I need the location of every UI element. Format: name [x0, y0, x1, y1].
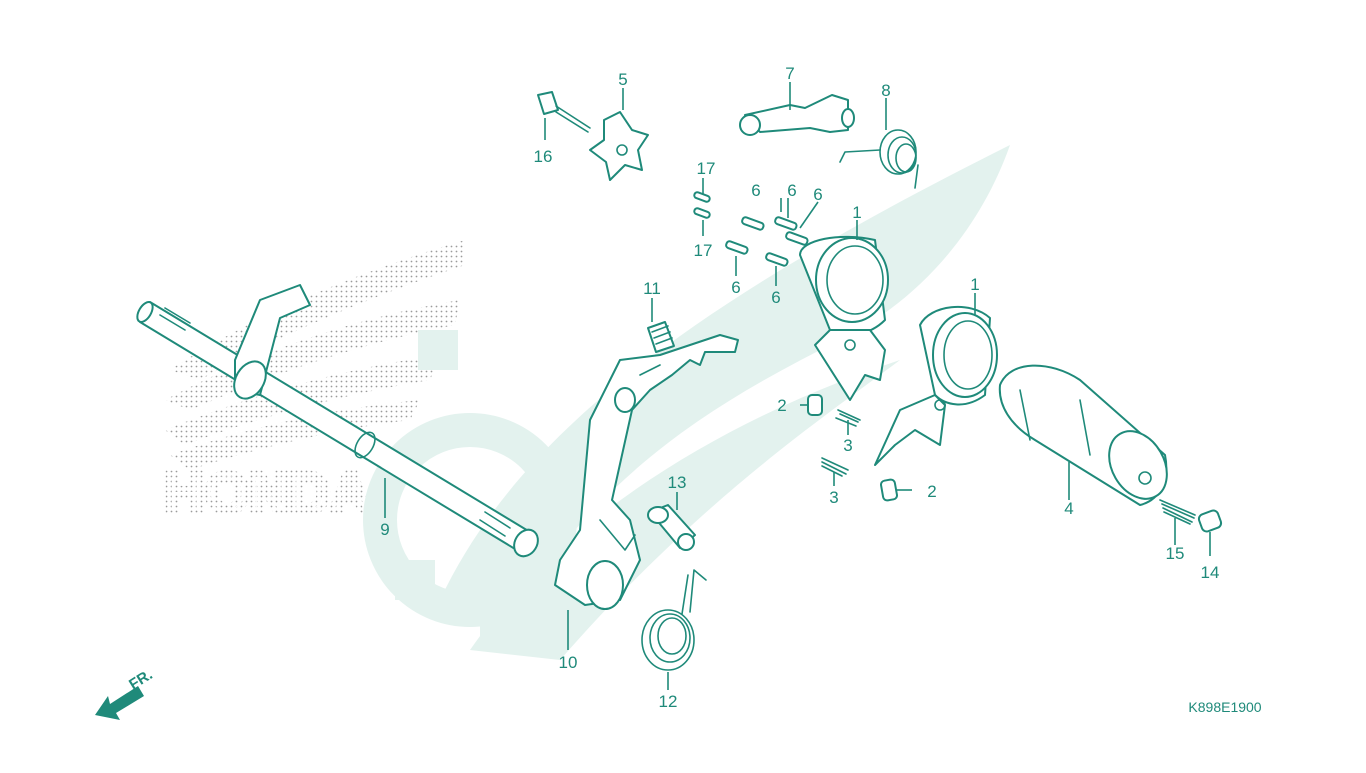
- label-pin-a: 6: [751, 181, 760, 200]
- label-arm-spring: 11: [643, 279, 661, 298]
- label-dowel-pin-a: 17: [697, 159, 716, 178]
- label-pin-d: 6: [731, 278, 740, 297]
- label-guide-pin-a: 2: [777, 396, 786, 415]
- drum-stopper-cam: [589, 111, 649, 181]
- label-shift-spindle: 9: [380, 520, 389, 539]
- label-pin-b: 6: [787, 181, 796, 200]
- label-pin-e: 6: [771, 288, 780, 307]
- leader-lines: [384, 82, 1211, 690]
- arm-spring: [647, 321, 675, 353]
- label-return-spring: 12: [659, 692, 678, 711]
- label-stopper-arm: 7: [785, 64, 794, 83]
- label-guide-pin-b: 2: [927, 482, 936, 501]
- label-cotter-pin-a: 3: [843, 436, 852, 455]
- pivot-bolt: [647, 504, 696, 551]
- callout-labels: 1 1 2 2 3 3 4 5 6 6 6 6 6 7 8 9 10 11 12…: [380, 64, 1219, 711]
- shift-arm: [554, 334, 739, 610]
- label-stopper-spring: 8: [881, 81, 890, 100]
- label-shift-drum: 4: [1064, 499, 1073, 518]
- diagram-code: K898E1900: [1188, 699, 1261, 715]
- stopper-arm: [739, 94, 855, 136]
- label-drum-stopper-cam: 5: [618, 70, 627, 89]
- shift-fork-lower: [874, 305, 998, 466]
- label-contact-spring: 15: [1166, 544, 1185, 563]
- label-cam-bolt: 16: [534, 147, 553, 166]
- label-shift-fork-a: 1: [852, 203, 861, 222]
- front-direction-arrow: FR.: [95, 666, 156, 720]
- shift-fork-upper: [799, 235, 889, 401]
- label-cotter-pin-b: 3: [829, 488, 838, 507]
- label-neutral-contact: 14: [1201, 563, 1220, 582]
- front-marker-text: FR.: [126, 666, 156, 693]
- cotter-pins: [821, 409, 861, 477]
- stopper-spring: [839, 129, 919, 189]
- label-pin-c: 6: [813, 185, 822, 204]
- return-spring: [641, 569, 707, 671]
- contact-spring: [1159, 499, 1196, 525]
- cam-bolt: [537, 91, 591, 133]
- shift-drum: [998, 364, 1168, 506]
- label-dowel-pin-b: 17: [694, 241, 713, 260]
- label-shift-fork-b: 1: [970, 275, 979, 294]
- shift-spindle: [136, 284, 539, 558]
- small-pins: [693, 191, 809, 267]
- label-pivot-bolt: 13: [668, 473, 687, 492]
- label-shift-arm: 10: [559, 653, 578, 672]
- neutral-contact: [1197, 509, 1223, 533]
- watermark-wordmark: HONDA: [165, 461, 370, 524]
